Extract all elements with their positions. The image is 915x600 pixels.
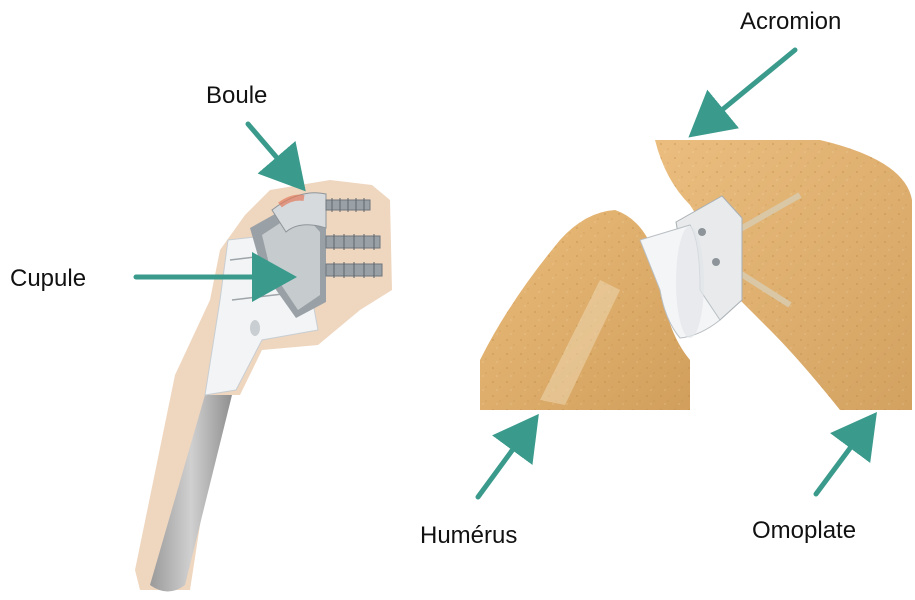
- label-cupule: Cupule: [10, 265, 86, 293]
- shoulder-illustration: [480, 140, 912, 410]
- arrow-omoplate: [816, 424, 868, 494]
- label-omoplate: Omoplate: [752, 517, 856, 545]
- arrow-humerus: [478, 426, 530, 497]
- arrow-boule: [248, 124, 296, 180]
- label-humerus: Humérus: [420, 522, 517, 550]
- prosthesis-illustration: [135, 180, 392, 592]
- label-boule: Boule: [206, 82, 267, 110]
- arrow-acromion: [700, 50, 795, 128]
- label-acromion: Acromion: [740, 8, 841, 36]
